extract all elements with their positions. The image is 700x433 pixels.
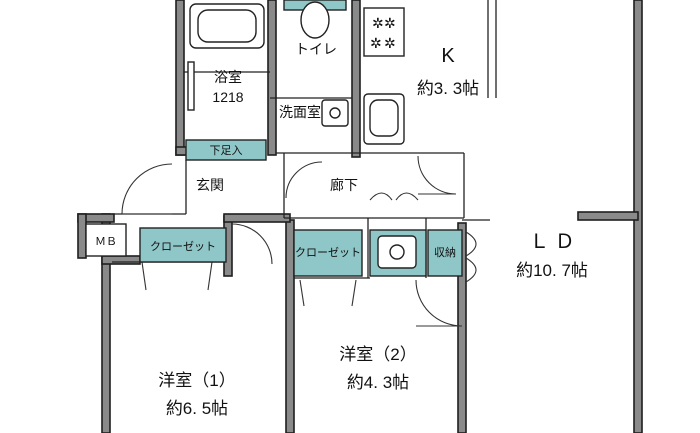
washer-icon bbox=[377, 235, 417, 269]
entrance-label: 玄関 bbox=[196, 177, 224, 193]
stove-icon: ✲ ✲ ✲ ✲ bbox=[363, 7, 405, 57]
shoe-storage-label: 下足入 bbox=[210, 145, 243, 157]
living-area: 約10. 7帖 bbox=[516, 261, 588, 280]
toilet-icon bbox=[300, 1, 330, 39]
kitchen-area: 約3. 3帖 bbox=[417, 79, 479, 98]
bathtub-icon bbox=[189, 3, 265, 49]
bath-size: 1218 bbox=[212, 89, 243, 105]
closet-1 bbox=[139, 227, 227, 263]
svg-text:✲: ✲ bbox=[384, 35, 396, 51]
meter-box bbox=[85, 223, 127, 257]
kitchen-name: K bbox=[441, 45, 455, 67]
living-name: Ｌ Ｄ bbox=[529, 231, 575, 253]
svg-text:✲: ✲ bbox=[372, 15, 384, 31]
western-2-name: 洋室（2） bbox=[339, 345, 416, 364]
sink-icon bbox=[363, 93, 405, 145]
western-2-area: 約4. 3帖 bbox=[347, 373, 409, 392]
hallway-label: 廊下 bbox=[330, 177, 358, 193]
door-swings bbox=[121, 155, 477, 327]
western-1-area: 約6. 5帖 bbox=[166, 399, 228, 418]
closet-2 bbox=[293, 229, 363, 277]
western-1-name: 洋室（1） bbox=[158, 371, 235, 390]
exterior-walls bbox=[77, 0, 643, 433]
closet-2-label: クローゼット bbox=[295, 246, 361, 259]
washroom-label: 洗面室 bbox=[279, 104, 321, 120]
meter-box-label: ＭＢ bbox=[95, 236, 117, 248]
svg-text:✲: ✲ bbox=[384, 15, 396, 31]
bath-label: 浴室 bbox=[214, 69, 242, 85]
closet-1-label: クローゼット bbox=[150, 240, 216, 253]
shoe-storage bbox=[185, 139, 267, 161]
washbasin-icon bbox=[321, 99, 349, 127]
svg-text:✲: ✲ bbox=[370, 35, 382, 51]
bath-rail-icon bbox=[187, 61, 195, 111]
storage bbox=[427, 229, 463, 277]
toilet-label: トイレ bbox=[295, 41, 337, 57]
storage-label: 収納 bbox=[434, 246, 456, 259]
